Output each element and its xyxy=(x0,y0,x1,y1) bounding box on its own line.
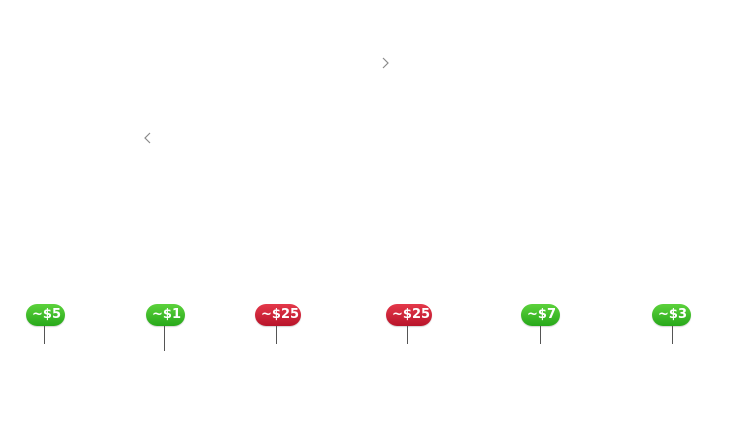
price-badge: ~$25 xyxy=(386,304,432,326)
marker-pin-line xyxy=(164,326,165,351)
price-badge: ~$7 xyxy=(521,304,560,326)
marker-pin-line xyxy=(672,326,673,344)
price-badge: ~$1 xyxy=(146,304,185,326)
marker-pin-line xyxy=(540,326,541,344)
price-badge: ~$3 xyxy=(652,304,691,326)
price-badge: ~$5 xyxy=(26,304,65,326)
chevron-left-icon[interactable] xyxy=(141,131,155,145)
chevron-right-icon[interactable] xyxy=(378,56,392,70)
marker-pin-line xyxy=(276,326,277,344)
price-badge: ~$25 xyxy=(255,304,301,326)
marker-pin-line xyxy=(407,326,408,344)
marker-pin-line xyxy=(44,326,45,344)
